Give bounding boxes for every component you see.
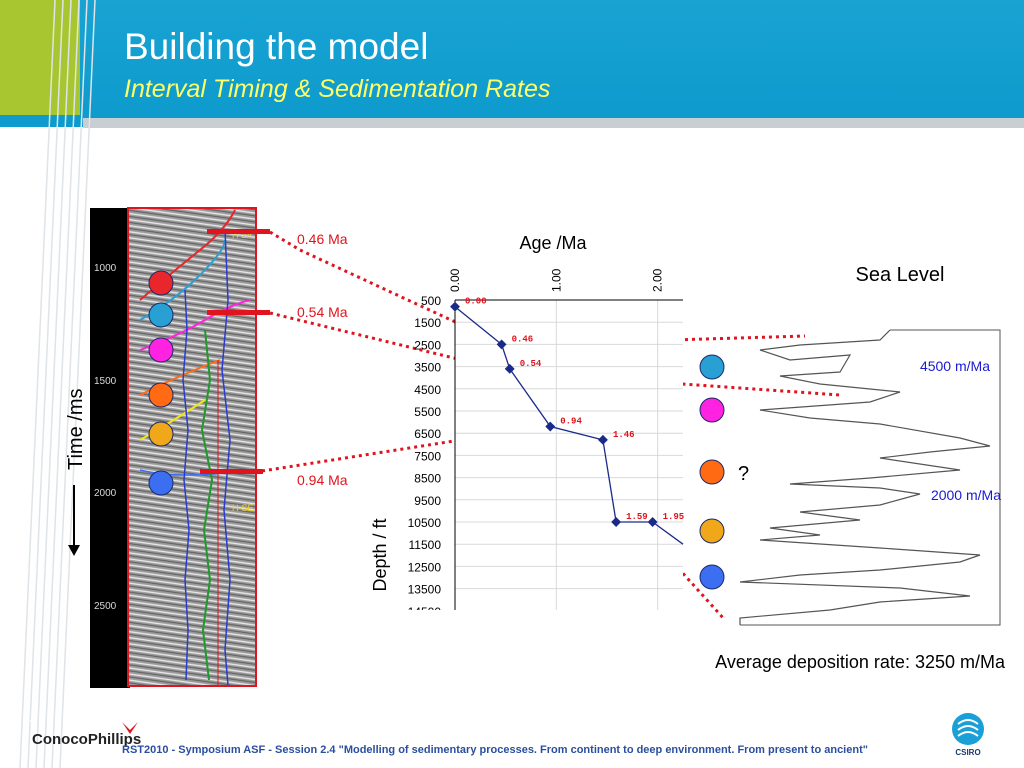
chart-point bbox=[450, 301, 460, 312]
chart-y-tick-label: 9500 bbox=[414, 494, 441, 508]
chart-y-tick-label: 3500 bbox=[414, 361, 441, 375]
chart-y-tick-label: 8500 bbox=[414, 472, 441, 486]
chart-y-tick-label: 5500 bbox=[414, 405, 441, 419]
chart-point bbox=[611, 517, 622, 527]
chart-point bbox=[545, 421, 556, 432]
chart-point bbox=[597, 434, 608, 445]
time-scale-bar bbox=[90, 208, 130, 688]
chart-series-line bbox=[454, 306, 684, 545]
time-tick: 1000 bbox=[94, 263, 117, 274]
horizon-marker bbox=[148, 470, 174, 496]
horizon-marker bbox=[699, 354, 725, 380]
horizon-marker bbox=[148, 337, 174, 363]
chart-point-label: 0.94 bbox=[560, 417, 582, 427]
chart-point-label: 0.00 bbox=[465, 297, 487, 307]
footer-citation: RST2010 - Symposium ASF - Session 2.4 "M… bbox=[122, 744, 868, 756]
conocophillips-logo: ConocoPhillips bbox=[30, 720, 150, 759]
chart-point-label: 1.59 bbox=[626, 512, 648, 522]
callout-bar bbox=[207, 310, 270, 315]
chart-point-label: 1.95 bbox=[663, 512, 685, 522]
chart-x-title: Age /Ma bbox=[519, 233, 587, 253]
horizon-marker bbox=[148, 270, 174, 296]
sea-level-title: Sea Level bbox=[856, 264, 945, 286]
question-mark: ? bbox=[738, 463, 749, 485]
callout-bar bbox=[200, 469, 263, 474]
chart-point-label: 0.54 bbox=[520, 359, 542, 369]
time-tick: 1500 bbox=[94, 376, 117, 387]
sea-level-curve bbox=[739, 329, 991, 625]
chart-y-tick-label: 6500 bbox=[414, 427, 441, 441]
chart-y-tick-label: 7500 bbox=[414, 449, 441, 463]
horizon-marker bbox=[148, 421, 174, 447]
average-rate-text: Average deposition rate: 3250 m/Ma bbox=[715, 652, 1006, 672]
time-axis-label: Time /ms bbox=[65, 389, 87, 470]
well-log-curve bbox=[200, 329, 214, 681]
age-callout: 0.54 Ma bbox=[297, 304, 348, 320]
chart-x-tick-label: 1.00 bbox=[549, 268, 563, 292]
horizon-line bbox=[139, 399, 206, 441]
seismic-frame bbox=[127, 207, 257, 687]
chart-y-tick-label: 2500 bbox=[414, 338, 441, 352]
time-tick: 2500 bbox=[94, 601, 117, 612]
horizon-marker bbox=[699, 518, 725, 544]
seismic-image bbox=[128, 208, 256, 686]
horizon-marker bbox=[148, 382, 174, 408]
chart-point-label: 1.46 bbox=[613, 430, 635, 440]
chart-y-tick-label: 12500 bbox=[408, 560, 442, 574]
chart-x-tick-label: 2.00 bbox=[651, 268, 665, 292]
chart-y-tick-label: 1500 bbox=[414, 316, 441, 330]
chart-clip bbox=[383, 610, 683, 618]
chart-point bbox=[647, 517, 658, 527]
callout-bar bbox=[207, 229, 270, 234]
chart-y-title: Depth / ft bbox=[370, 518, 390, 591]
chart-y-tick-label: 13500 bbox=[408, 583, 442, 597]
chart-grid bbox=[454, 300, 683, 612]
horizon-marker bbox=[699, 459, 725, 485]
curve-frame bbox=[740, 329, 1001, 626]
age-depth-chart: Age /Ma Depth / ft 0.00 1.00 2.00 500 1500 2… bbox=[370, 233, 684, 619]
horizon-marker bbox=[699, 564, 725, 590]
chart-point bbox=[496, 339, 507, 350]
horizon-marker bbox=[699, 397, 725, 423]
chart-y-tick-label: 500 bbox=[421, 294, 441, 308]
age-callout: 0.46 Ma bbox=[297, 231, 348, 247]
well-log-curve bbox=[182, 289, 190, 681]
logo-text: ConocoPhillips bbox=[32, 731, 141, 748]
chart-point-label: 0.46 bbox=[512, 334, 534, 344]
chart-y-tick-label: 10500 bbox=[408, 516, 442, 530]
time-tick: 2000 bbox=[94, 488, 117, 499]
header-divider bbox=[83, 118, 1024, 128]
csiro-text: CSIRO bbox=[955, 748, 980, 757]
horizon-label: H-SE bbox=[232, 503, 254, 513]
rate-label-top: 4500 m/Ma bbox=[920, 358, 990, 374]
csiro-logo: CSIRO bbox=[946, 708, 996, 765]
csiro-emblem bbox=[952, 713, 984, 745]
logo-mark bbox=[122, 722, 138, 734]
slide-subtitle: Interval Timing & Sedimentation Rates bbox=[124, 75, 551, 103]
correlation-lines bbox=[261, 230, 841, 622]
time-arrow-head bbox=[68, 545, 80, 556]
decorative-stripes bbox=[19, 0, 96, 768]
sea-level-panel: Sea Level ? 4500 m/Ma 2000 m/Ma Average … bbox=[699, 264, 1006, 672]
horizon-marker bbox=[148, 302, 174, 328]
horizon-line bbox=[139, 359, 221, 396]
slide-title: Building the model bbox=[124, 26, 429, 67]
horizon-label: H-2A bbox=[232, 230, 253, 240]
seismic-panel: 1000 1500 2000 2500 H-2A H-SE bbox=[90, 207, 270, 688]
chart-x-tick-label: 0.00 bbox=[448, 268, 462, 292]
rate-label-bottom: 2000 m/Ma bbox=[931, 487, 1001, 503]
chart-y-tick-label: 11500 bbox=[409, 538, 442, 552]
header-bar bbox=[0, 0, 1024, 127]
age-callout: 0.94 Ma bbox=[297, 472, 348, 488]
chart-y-tick-label: 4500 bbox=[414, 383, 441, 397]
